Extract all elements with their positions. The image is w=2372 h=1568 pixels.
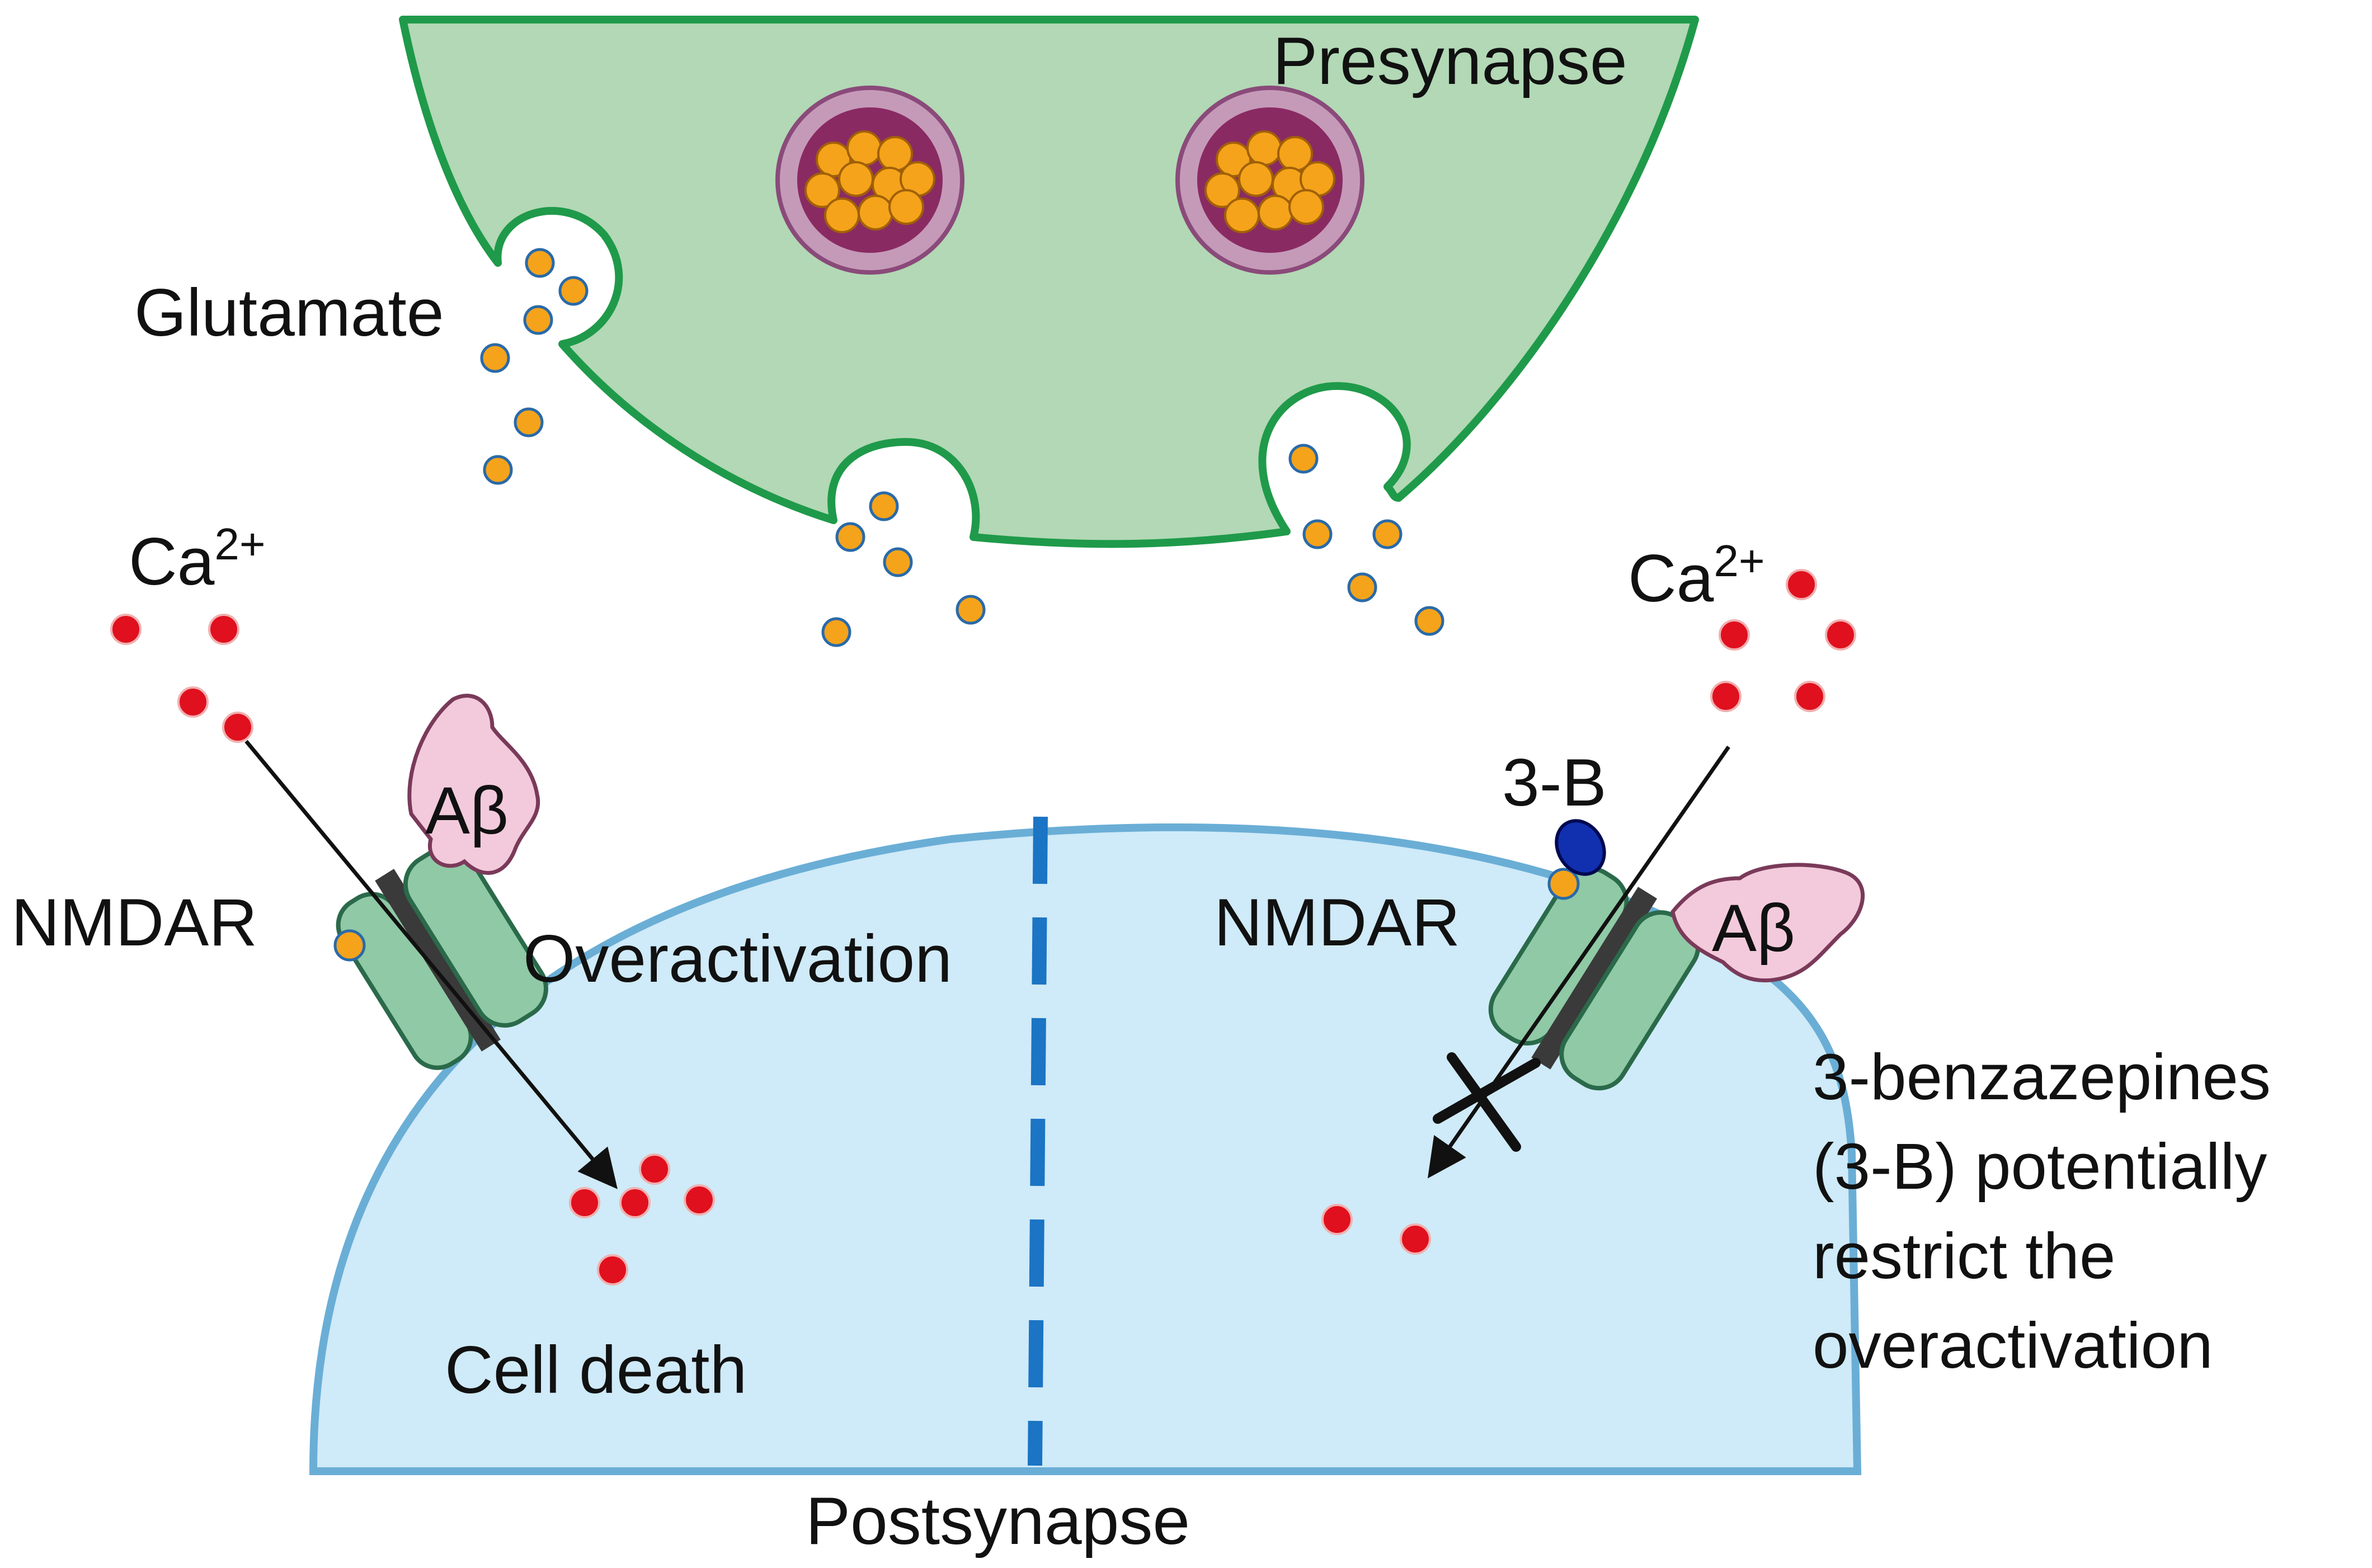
label-three-b: 3-B (1502, 745, 1607, 820)
glutamate-molecules (480, 248, 1444, 647)
note-line-1: 3-benzazepines (1813, 1040, 2271, 1113)
label-calcium-right-symbol: Ca (1628, 541, 1714, 616)
abeta-left-shape (407, 694, 540, 875)
label-nmdar-right: NMDAR (1214, 885, 1460, 960)
label-postsynapse: Postsynapse (806, 1484, 1190, 1558)
note-line-4: overactivation (1813, 1309, 2213, 1382)
label-calcium-left-symbol: Ca (129, 524, 215, 599)
label-nmdar-left: NMDAR (11, 885, 257, 960)
note-line-3: restrict the (1813, 1219, 2115, 1292)
divider-line (1028, 816, 1048, 1466)
explanation-note: 3-benzazepines (3-B) potentially restric… (1813, 1040, 2271, 1382)
nmdar-left-receptor (333, 845, 548, 1070)
note-line-2: (3-B) potentially (1813, 1130, 2267, 1203)
label-abeta-right: Aβ (1712, 891, 1795, 966)
label-calcium-right: Ca2+ (1628, 536, 1765, 616)
label-calcium-left-charge: 2+ (214, 519, 265, 569)
vesicle-right (1175, 86, 1364, 275)
nmdar-right-receptor (1488, 819, 1701, 1091)
label-glutamate: Glutamate (134, 275, 444, 350)
calcium-ions (110, 569, 1856, 1286)
label-calcium-right-charge: 2+ (1714, 536, 1764, 586)
label-presynapse: Presynapse (1273, 23, 1627, 98)
label-overactivation: Overactivation (523, 921, 952, 996)
presynapse-terminal (399, 16, 1699, 548)
calcium-influx-arrow (244, 740, 618, 1189)
label-abeta-left: Aβ (425, 773, 509, 848)
vesicle-left (775, 86, 964, 275)
label-calcium-left: Ca2+ (129, 519, 266, 599)
abeta-right-shape (1670, 863, 1865, 983)
block-cross-icon (1433, 1052, 1541, 1152)
label-cell-death: Cell death (445, 1332, 747, 1407)
